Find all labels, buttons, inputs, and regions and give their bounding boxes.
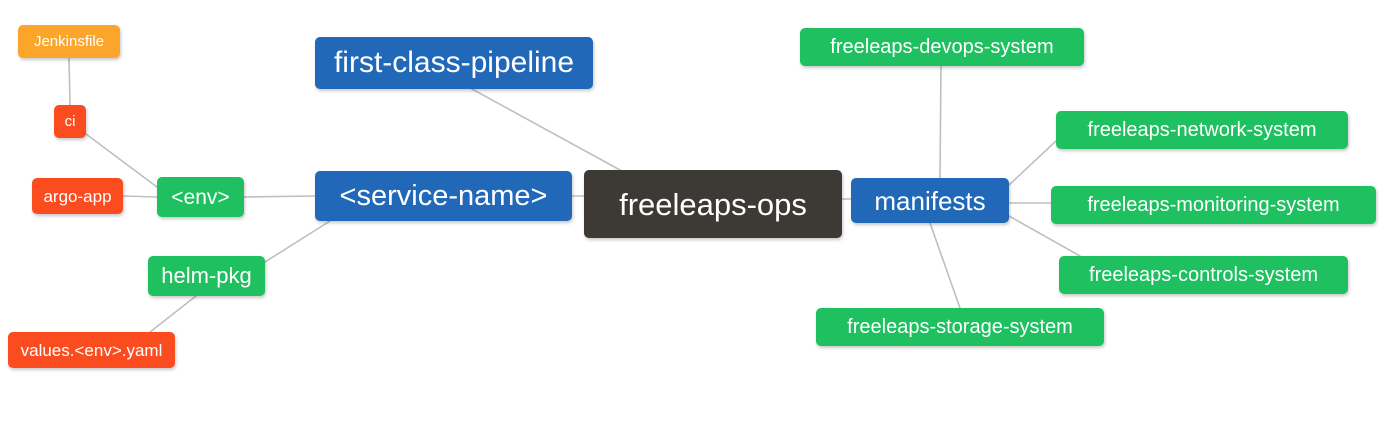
mindmap-node-label-freeleaps-ops: freeleaps-ops — [619, 186, 807, 222]
edge-manifests-to-freeleaps-storage-system — [929, 222, 961, 309]
mindmap-node-freeleaps-ops[interactable]: freeleaps-ops — [584, 170, 842, 238]
mindmap-node-label-freeleaps-storage-system: freeleaps-storage-system — [847, 316, 1073, 338]
mindmap-node-helm-pkg[interactable]: helm-pkg — [148, 256, 265, 296]
mindmap-node-ci[interactable]: ci — [54, 105, 86, 138]
mindmap-node-label-values-env-yaml: values.<env>.yaml — [20, 340, 163, 360]
edge-values-env-yaml-to-helm-pkg — [149, 295, 197, 333]
mindmap-node-freeleaps-controls-system[interactable]: freeleaps-controls-system — [1059, 256, 1348, 294]
mindmap-node-freeleaps-network-system[interactable]: freeleaps-network-system — [1056, 111, 1348, 149]
mindmap-node-label-service-name: <service-name> — [339, 179, 548, 212]
mindmap-node-service-name[interactable]: <service-name> — [315, 171, 572, 221]
edge-manifests-to-freeleaps-network-system — [1008, 140, 1057, 186]
mindmap-node-label-first-class-pipeline: first-class-pipeline — [333, 46, 575, 79]
mindmap-node-label-freeleaps-devops-system: freeleaps-devops-system — [830, 36, 1054, 58]
edge-manifests-to-freeleaps-devops-system — [939, 65, 942, 179]
edge-helm-pkg-to-service-name — [264, 220, 331, 263]
mindmap-node-label-ci: ci — [64, 113, 76, 130]
mindmap-node-first-class-pipeline[interactable]: first-class-pipeline — [315, 37, 593, 89]
edge-first-class-pipeline-to-freeleaps-ops — [471, 88, 621, 171]
mindmap-node-values-env-yaml[interactable]: values.<env>.yaml — [8, 332, 175, 368]
mindmap-node-jenkinsfile[interactable]: Jenkinsfile — [18, 25, 120, 58]
mindmap-node-label-freeleaps-controls-system: freeleaps-controls-system — [1089, 264, 1318, 286]
mindmap-node-env[interactable]: <env> — [157, 177, 244, 217]
mindmap-node-label-manifests: manifests — [874, 185, 986, 216]
edge-jenkinsfile-to-ci — [68, 57, 71, 106]
edge-argo-app-to-env — [122, 195, 158, 198]
mindmap-node-label-helm-pkg: helm-pkg — [161, 263, 252, 288]
mindmap-node-manifests[interactable]: manifests — [851, 178, 1009, 223]
mindmap-node-label-freeleaps-monitoring-system: freeleaps-monitoring-system — [1087, 194, 1340, 216]
mindmap-node-argo-app[interactable]: argo-app — [32, 178, 123, 214]
mindmap-node-label-argo-app: argo-app — [43, 186, 112, 206]
mindmap-node-freeleaps-devops-system[interactable]: freeleaps-devops-system — [800, 28, 1084, 66]
mindmap-node-freeleaps-storage-system[interactable]: freeleaps-storage-system — [816, 308, 1104, 346]
mindmap-node-label-env: <env> — [171, 185, 230, 209]
mindmap-node-label-freeleaps-network-system: freeleaps-network-system — [1087, 119, 1317, 141]
mindmap-node-freeleaps-monitoring-system[interactable]: freeleaps-monitoring-system — [1051, 186, 1376, 224]
edge-env-to-service-name — [243, 195, 316, 198]
mindmap-node-label-jenkinsfile: Jenkinsfile — [33, 33, 105, 50]
